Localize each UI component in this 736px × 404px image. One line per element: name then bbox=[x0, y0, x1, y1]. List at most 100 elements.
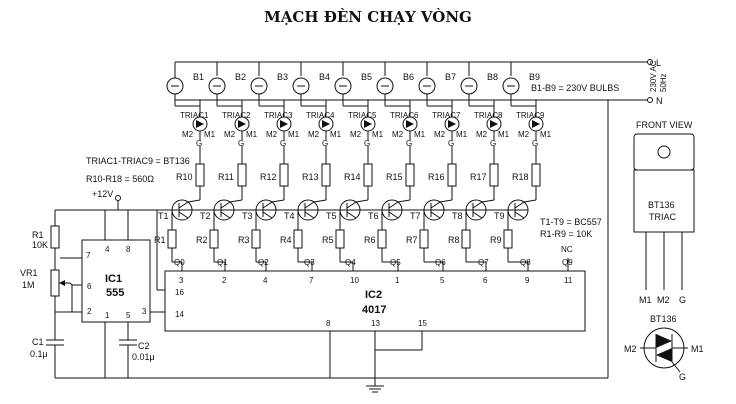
triac-m2-4: M2 bbox=[308, 130, 320, 139]
gate-resistor-6 bbox=[405, 163, 415, 187]
ic2-pin-16: 16 bbox=[175, 288, 184, 297]
triac-g-6: G bbox=[406, 139, 412, 148]
ground-symbol bbox=[366, 378, 384, 393]
gate-resistor-3 bbox=[279, 163, 289, 187]
vcc-label: +12V bbox=[92, 189, 113, 199]
triac-g-9: G bbox=[532, 139, 538, 148]
q-output-0: Q0 bbox=[174, 258, 185, 267]
ic1-pin-2: 2 bbox=[87, 307, 92, 316]
gate-resistor-label-6: R15 bbox=[386, 172, 403, 182]
triac-front-view: FRONT VIEW BT136 TRIAC M1 M2 G bbox=[633, 120, 695, 305]
triac-g-1: G bbox=[196, 139, 202, 148]
ic2-pin-15: 15 bbox=[418, 319, 427, 328]
bulb-label-4: B4 bbox=[319, 72, 330, 82]
ac-voltage-label: 230V AC bbox=[649, 60, 658, 92]
triac-label-7: TRIAC7 bbox=[432, 111, 461, 120]
ic1-pin-5: 5 bbox=[126, 311, 131, 320]
q-pin-2: 4 bbox=[263, 276, 268, 285]
q-pin-4: 10 bbox=[350, 276, 359, 285]
base-resistor-8 bbox=[461, 229, 471, 249]
gate-resistor-5 bbox=[363, 163, 373, 187]
q-pin-0: 3 bbox=[179, 276, 184, 285]
bulb-label-8: B8 bbox=[487, 72, 498, 82]
triac-label-8: TRIAC8 bbox=[474, 111, 503, 120]
gate-resistor-label-3: R12 bbox=[260, 172, 277, 182]
bulb-label-5: B5 bbox=[361, 72, 372, 82]
c1-label: C1 bbox=[32, 337, 44, 347]
q-pin-1: 2 bbox=[222, 276, 227, 285]
q-output-3: Q3 bbox=[304, 258, 315, 267]
ic2-part: 4017 bbox=[362, 304, 386, 316]
base-resistor-1 bbox=[167, 229, 177, 249]
symbol-m1: M1 bbox=[691, 344, 704, 354]
diagram-title: MẠCH ĐÈN CHẠY VÒNG bbox=[264, 8, 472, 26]
front-view-part: BT136 bbox=[648, 200, 675, 210]
triac-m2-8: M2 bbox=[476, 130, 488, 139]
triac-label-6: TRIAC6 bbox=[390, 111, 419, 120]
transistor-label-7: T7 bbox=[410, 211, 421, 221]
front-view-pin-m1: M1 bbox=[639, 295, 652, 305]
triac-g-5: G bbox=[364, 139, 370, 148]
base-resistor-6 bbox=[377, 229, 387, 249]
ic1-pin-7: 7 bbox=[86, 251, 91, 260]
q-output-1: Q1 bbox=[217, 258, 228, 267]
transistor-label-3: T3 bbox=[242, 211, 253, 221]
base-resistor-4 bbox=[293, 229, 303, 249]
triac-label-3: TRIAC3 bbox=[264, 111, 293, 120]
base-resistor-label-6: R6 bbox=[364, 235, 376, 245]
bulb-label-3: B3 bbox=[277, 72, 288, 82]
gate-resistor-label-8: R17 bbox=[470, 172, 487, 182]
gate-resistor-label-2: R11 bbox=[218, 172, 234, 182]
q-pin-3: 7 bbox=[309, 276, 314, 285]
ic2-pin-13: 13 bbox=[371, 319, 380, 328]
base-resistor-2 bbox=[209, 229, 219, 249]
gate-resistor-4 bbox=[321, 163, 331, 187]
ic1-pin-6: 6 bbox=[87, 282, 92, 291]
r1-resistor bbox=[50, 225, 60, 249]
base-resistor-label-1: R1 bbox=[154, 235, 166, 245]
triac-m1-3: M1 bbox=[288, 130, 300, 139]
gate-resistor-label-5: R14 bbox=[344, 172, 361, 182]
front-view-title: FRONT VIEW bbox=[636, 120, 693, 130]
q-output-4: Q4 bbox=[345, 258, 356, 267]
vr1-value: 1M bbox=[22, 280, 35, 290]
gate-resistor-9 bbox=[531, 163, 541, 187]
q-pin-6: 5 bbox=[440, 276, 445, 285]
q9-label: Q9 bbox=[562, 258, 573, 267]
triac-g-7: G bbox=[448, 139, 454, 148]
front-view-pin-m2: M2 bbox=[657, 295, 670, 305]
triac-g-3: G bbox=[280, 139, 286, 148]
gate-resistor-2 bbox=[237, 163, 247, 187]
bulb-label-7: B7 bbox=[445, 72, 456, 82]
triac-m2-6: M2 bbox=[392, 130, 404, 139]
base-resistor-9 bbox=[503, 229, 513, 249]
q-output-7: Q7 bbox=[478, 258, 489, 267]
ic2-4017: IC2 4017 16 14 8 13 15 NC Q9 11 bbox=[150, 210, 586, 378]
q-output-2: Q2 bbox=[258, 258, 269, 267]
symbol-g: G bbox=[679, 372, 686, 382]
timing-network: R1 10K VR1 1M C1 0.1μ C2 0.01μ bbox=[20, 210, 155, 378]
base-resistor-label-3: R3 bbox=[238, 235, 250, 245]
transistor-note: T1-T9 = BC557 bbox=[540, 217, 602, 227]
gate-resistor-label-1: R10 bbox=[176, 172, 193, 182]
triac-label-5: TRIAC5 bbox=[348, 111, 377, 120]
vcc-rail: +12V bbox=[55, 189, 528, 211]
q-pin-8: 9 bbox=[525, 276, 530, 285]
triac-m2-7: M2 bbox=[434, 130, 446, 139]
ic1-pin-4: 4 bbox=[105, 245, 110, 254]
triac-m1-8: M1 bbox=[498, 130, 510, 139]
ac-frequency-label: 50Hz bbox=[659, 73, 668, 92]
transistor-label-9: T9 bbox=[494, 211, 505, 221]
front-view-type: TRIAC bbox=[649, 212, 677, 222]
c1-value: 0.1μ bbox=[30, 349, 48, 359]
transistor-label-4: T4 bbox=[284, 211, 295, 221]
gate-resistor-1 bbox=[195, 163, 205, 187]
bulb-label-6: B6 bbox=[403, 72, 414, 82]
base-resistor-label-5: R5 bbox=[322, 235, 334, 245]
triac-m2-3: M2 bbox=[266, 130, 278, 139]
bulbs-note: B1-B9 = 230V BULBS bbox=[531, 83, 619, 93]
triac-m1-7: M1 bbox=[456, 130, 468, 139]
triac-m2-5: M2 bbox=[350, 130, 362, 139]
q-pin-5: 1 bbox=[395, 276, 400, 285]
base-resistor-label-2: R2 bbox=[196, 235, 208, 245]
